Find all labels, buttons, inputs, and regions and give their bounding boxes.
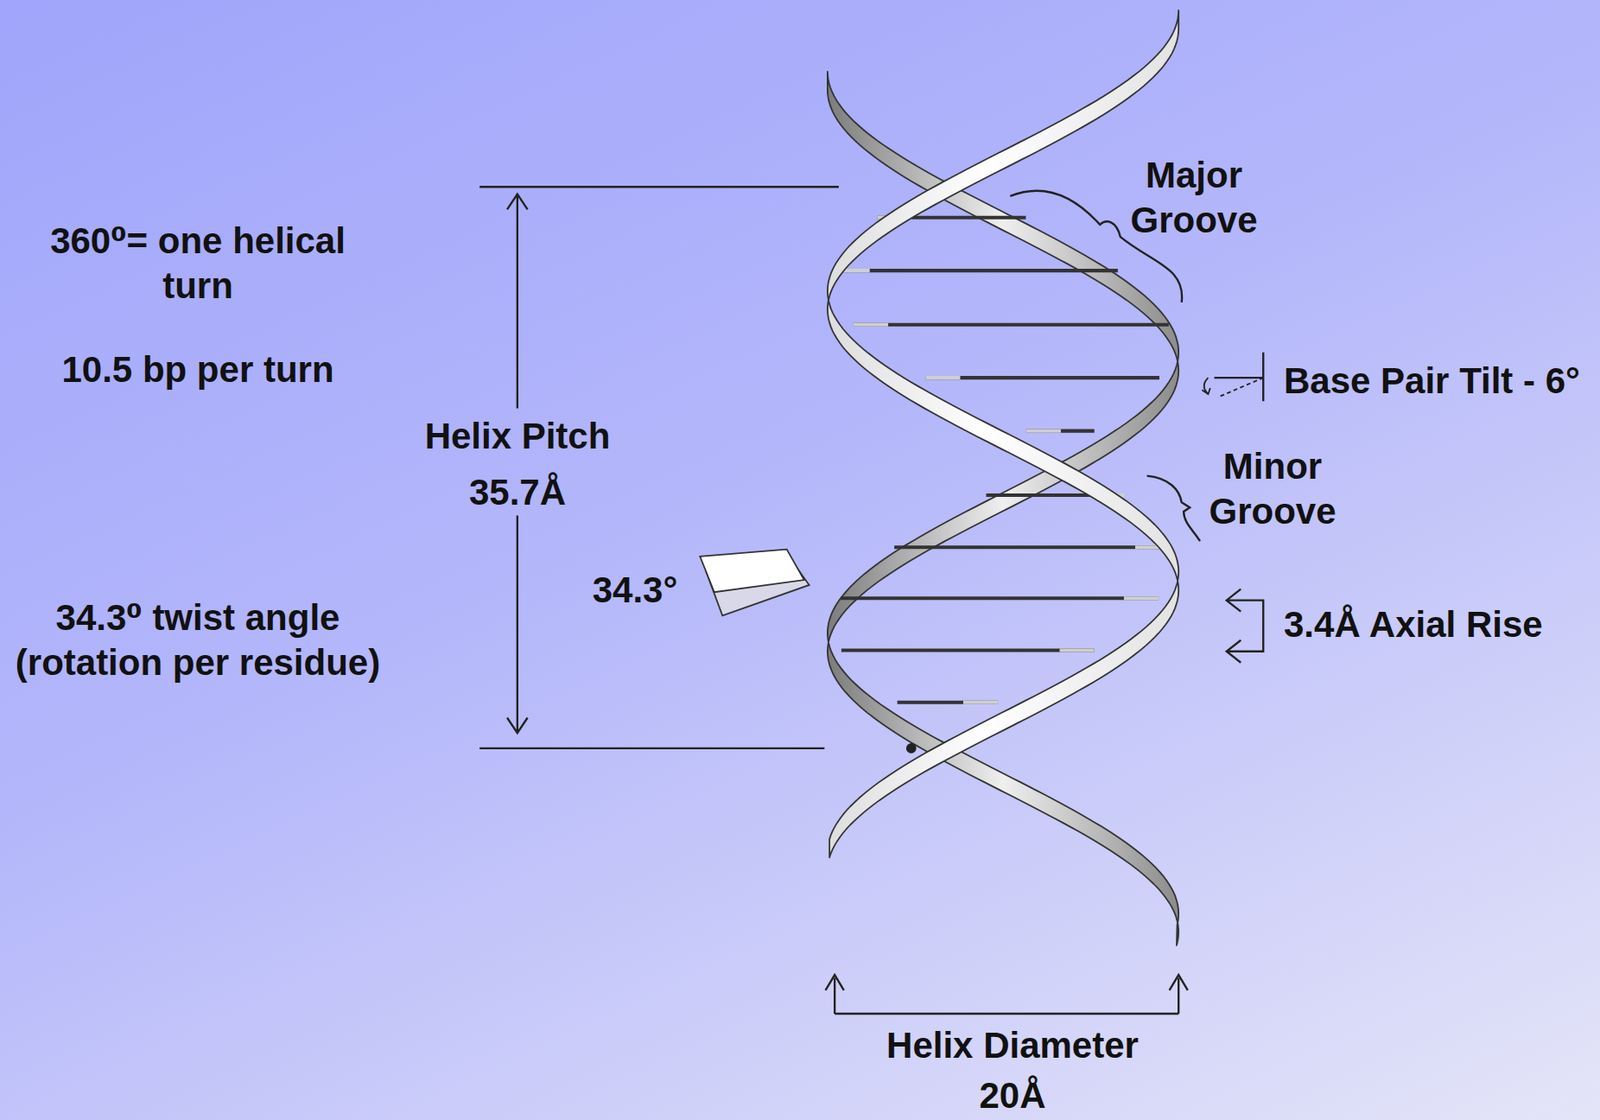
- twist-plates: [699, 549, 809, 616]
- front-strand: [827, 10, 1179, 858]
- dimension-label: Base Pair Tilt - 6°: [1283, 358, 1581, 404]
- base-pair: [835, 268, 1118, 273]
- tilt-dashed-line: [1220, 377, 1264, 396]
- dimension-label: Helix Diameter: [839, 1022, 1186, 1068]
- dimension-label: Minor Groove: [1168, 444, 1377, 534]
- base-pair: [853, 323, 1169, 327]
- dimension-label: 34.3⁰ twist angle (rotation per residue): [3, 595, 393, 686]
- base-pair: [894, 545, 1170, 549]
- minor-groove-brace: [1147, 476, 1200, 542]
- base-pair: [1026, 429, 1095, 433]
- dimension-label: 10.5 bp per turn: [25, 347, 371, 393]
- plate-front: [699, 549, 804, 593]
- helix-dot: [906, 742, 917, 754]
- base-pair-light: [853, 323, 889, 327]
- base-pair-light: [1123, 596, 1159, 600]
- axial-rise-bracket: [1226, 589, 1264, 663]
- base-pair-light: [1060, 647, 1095, 652]
- base-pair-light: [963, 700, 998, 705]
- diameter-bracket: [825, 974, 1188, 1014]
- tilt-arc-arrow: [1201, 377, 1210, 394]
- dimension-label: 20Å: [839, 1075, 1186, 1116]
- tilt-symbol: [1214, 352, 1264, 402]
- base-pair: [840, 596, 1159, 600]
- base-pair: [841, 647, 1095, 652]
- base-pair: [925, 375, 1160, 380]
- base-pair: [897, 700, 998, 705]
- dimension-label: 34.3°: [574, 567, 696, 613]
- pitch-line: [479, 186, 839, 749]
- dimension-label: Helix Pitch: [387, 413, 648, 459]
- double-helix: [827, 10, 1179, 946]
- base-pair-light: [925, 375, 960, 380]
- dimension-label: 360⁰= one helical turn: [25, 218, 371, 309]
- base-pair-light: [1026, 429, 1061, 433]
- dimension-label: Major Groove: [1081, 152, 1307, 243]
- dimension-label: 35.7Å: [387, 469, 648, 515]
- dimension-label: 3.4Å Axial Rise: [1283, 602, 1543, 648]
- pitch-arrow: [507, 194, 528, 734]
